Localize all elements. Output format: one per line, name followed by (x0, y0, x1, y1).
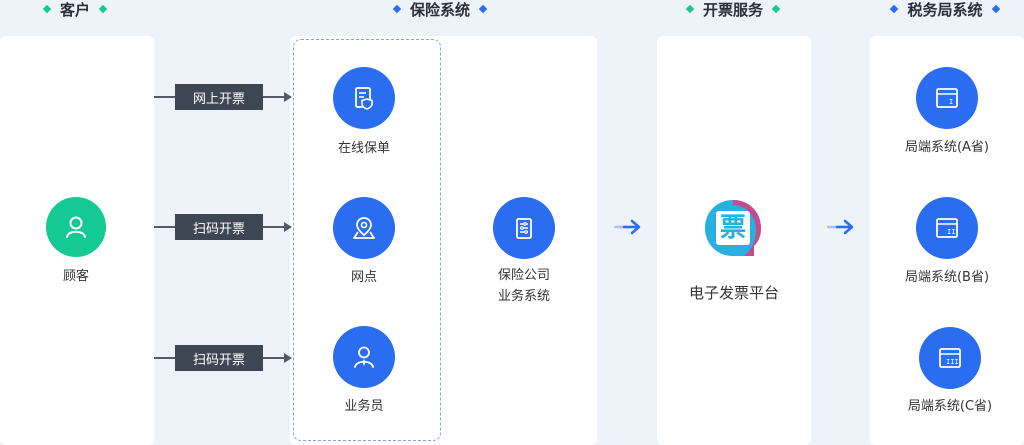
insurance-company-label-line1: 保险公司 (497, 268, 550, 283)
diamond-icon (98, 4, 108, 14)
tax-system-numeral: II (947, 228, 956, 236)
invoice-platform-logo: 票 (700, 196, 766, 262)
tax-system-c-node: III (919, 327, 981, 389)
window-icon (936, 218, 958, 238)
tax-system-b-node: II (916, 197, 978, 259)
arrow-head (284, 353, 292, 363)
diamond-icon (685, 4, 695, 14)
column-title: 税务局系统 (907, 0, 983, 19)
agent-node (333, 326, 395, 388)
diamond-icon (991, 4, 1000, 14)
flow-arrow-icon (827, 219, 854, 235)
channel-tag: 网上开票 (175, 84, 263, 110)
insurance-company-label-line2: 业务系统 (497, 289, 550, 304)
user-icon (66, 216, 86, 238)
tax-system-a-label: 局端系统(A省) (904, 140, 990, 155)
column-header-invoice: 开票服务 (668, 0, 798, 19)
window-icon (939, 348, 961, 368)
insurance-company-node (493, 197, 555, 259)
diamond-icon (771, 4, 781, 14)
branch-label: 网点 (350, 270, 377, 285)
branch-node (333, 197, 395, 259)
column-header-tax: 税务局系统 (870, 0, 1020, 19)
agent-icon (354, 346, 374, 368)
flow-arrow-icon (614, 219, 641, 235)
diamond-icon (890, 4, 899, 14)
diamond-icon (478, 4, 488, 14)
agent-label: 业务员 (344, 399, 384, 414)
column-title: 保险系统 (409, 0, 470, 19)
channel-tag: 扫码开票 (175, 345, 263, 371)
channel-tag: 扫码开票 (175, 214, 263, 240)
column-title: 客户 (59, 0, 90, 19)
arrow-head (284, 92, 292, 102)
tax-system-a-node: I (916, 67, 978, 129)
column-header-customer: 客户 (30, 0, 120, 19)
diamond-icon (392, 4, 402, 14)
customer-node (46, 197, 106, 257)
map-pin-icon (353, 217, 375, 239)
tax-system-b-label: 局端系统(B省) (904, 270, 990, 285)
channel-group-outline (293, 39, 441, 441)
diamond-icon (42, 4, 52, 14)
window-icon (936, 88, 958, 108)
tax-system-numeral: III (946, 358, 959, 366)
tax-system-c-label: 局端系统(C省) (907, 399, 993, 414)
tax-system-numeral: I (949, 98, 954, 106)
invoice-platform-label: 电子发票平台 (688, 284, 779, 302)
online-policy-label: 在线保单 (337, 141, 390, 156)
arrow-head (284, 222, 292, 232)
logo-char: 票 (719, 213, 746, 243)
policy-document-icon (355, 87, 373, 110)
online-policy-node (333, 67, 395, 129)
clipboard-icon (516, 218, 532, 239)
customer-label: 顾客 (62, 269, 89, 284)
column-header-insurance: 保险系统 (375, 0, 505, 19)
column-title: 开票服务 (702, 0, 763, 19)
